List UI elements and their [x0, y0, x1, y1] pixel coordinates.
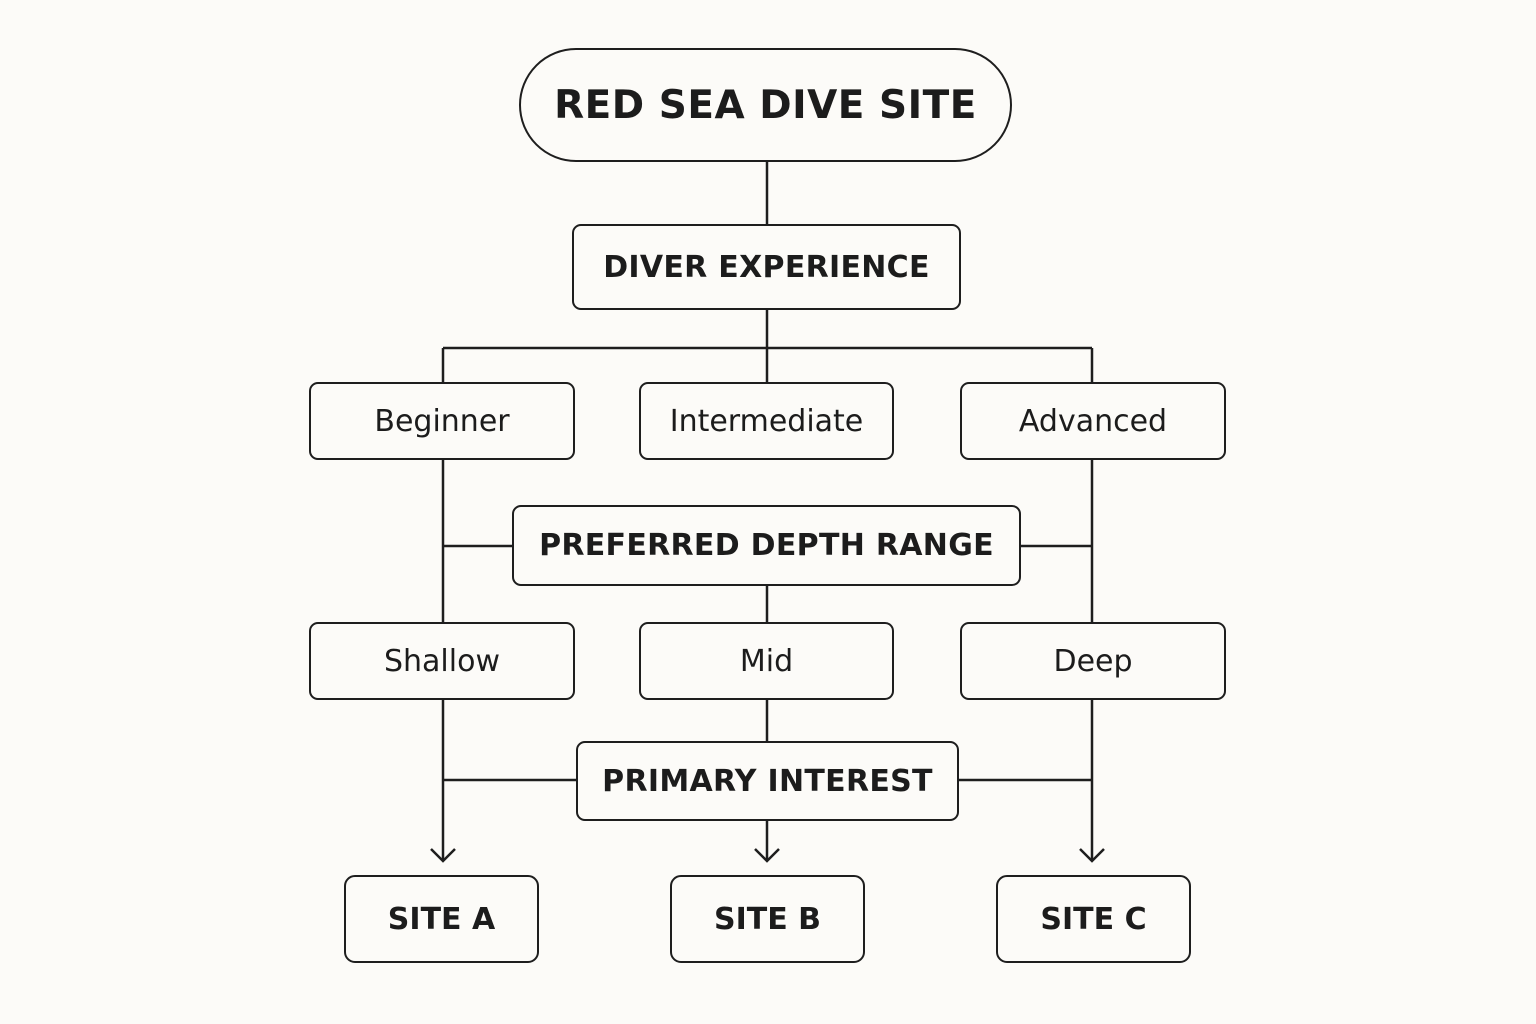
diagram-title: RED SEA DIVE SITE — [519, 48, 1012, 162]
deep-node: Deep — [960, 622, 1226, 700]
site-a-node: SITE A — [344, 875, 539, 963]
preferred-depth-range-node: PREFERRED DEPTH RANGE — [512, 505, 1021, 586]
primary-interest-node: PRIMARY INTEREST — [576, 741, 959, 821]
advanced-node: Advanced — [960, 382, 1226, 460]
arrowhead-siteA — [430, 848, 456, 863]
intermediate-node: Intermediate — [639, 382, 894, 460]
arrowhead-siteC — [1079, 848, 1105, 863]
shallow-node: Shallow — [309, 622, 575, 700]
site-c-node: SITE C — [996, 875, 1191, 963]
mid-node: Mid — [639, 622, 894, 700]
beginner-node: Beginner — [309, 382, 575, 460]
arrowhead-siteB — [754, 848, 780, 863]
site-b-node: SITE B — [670, 875, 865, 963]
diver-experience-node: DIVER EXPERIENCE — [572, 224, 961, 310]
